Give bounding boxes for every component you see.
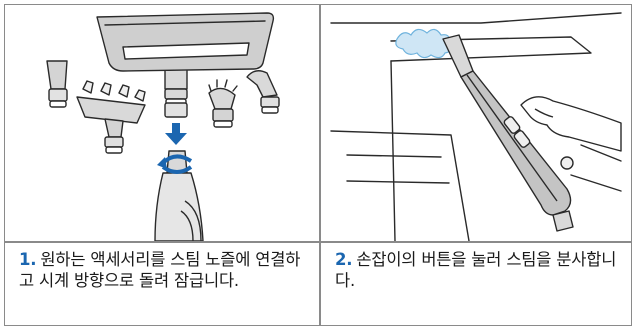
rotate-clockwise-icon <box>157 154 193 174</box>
horizontal-divider <box>5 241 631 243</box>
shelf-outline <box>390 36 592 62</box>
step-1-caption: 1.원하는 액세서리를 스팀 노즐에 연결하고 시계 방향으로 돌려 잠급니다. <box>19 249 315 291</box>
step-1-text: 원하는 액세서리를 스팀 노즐에 연결하고 시계 방향으로 돌려 잠급니다. <box>19 250 301 290</box>
connector-icon <box>164 102 188 118</box>
steam-cloud-icon <box>395 28 452 59</box>
hand-icon <box>520 96 622 152</box>
step-2-caption: 2.손잡이의 버튼을 눌러 스팀을 분사합니다. <box>335 249 625 291</box>
angled-nozzle-icon <box>46 60 68 108</box>
vertical-divider <box>319 5 321 325</box>
curved-nozzle-icon <box>246 70 280 114</box>
round-brush-icon <box>208 79 238 128</box>
illustration-steaming <box>321 5 632 241</box>
steamer-handle-icon <box>442 34 574 232</box>
cabinet-top-line <box>330 12 622 24</box>
arrow-down-icon <box>165 123 187 145</box>
instruction-sheet: 1.원하는 액세서리를 스팀 노즐에 연결하고 시계 방향으로 돌려 잠급니다.… <box>4 4 632 326</box>
box-outline <box>330 130 470 241</box>
step-2-text: 손잡이의 버튼을 눌러 스팀을 분사합니다. <box>335 250 617 290</box>
step-2-number: 2. <box>335 250 353 269</box>
cabinet-edge <box>390 60 396 241</box>
large-brush-icon <box>76 80 146 154</box>
illustration-accessories <box>5 5 319 241</box>
step-1-number: 1. <box>19 250 37 269</box>
